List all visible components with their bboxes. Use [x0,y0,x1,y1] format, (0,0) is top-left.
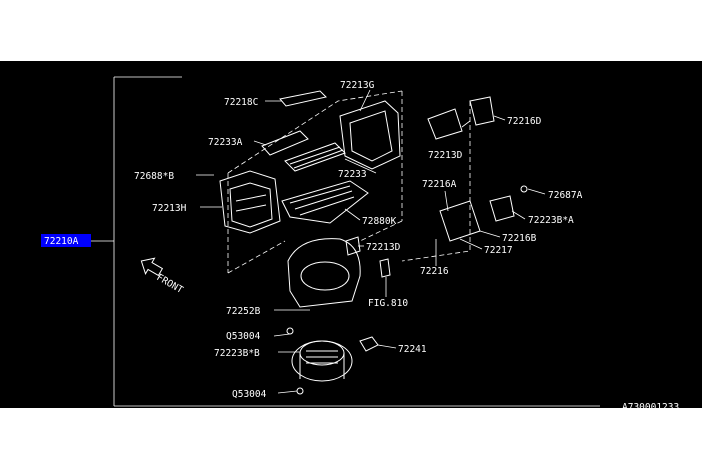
callout-label[interactable]: 72216B [502,233,537,244]
bracket-part [345,236,391,278]
upper-case-part [339,100,401,170]
main-part-number[interactable]: 72210A [44,236,79,247]
diagram-canvas: 72210A 72218C 72213G 72233A 72688*B 7223… [41,76,679,408]
callout-label[interactable]: 72223B*B [214,348,260,359]
callout-label[interactable]: 72233 [338,169,367,180]
callout-label[interactable]: Q53004 [232,389,267,400]
leader-lines [196,89,546,394]
callout-label[interactable]: 72223B*A [528,215,574,226]
assembly-bracket [91,76,600,407]
evaporator-box-part [281,180,369,224]
callout-label[interactable]: 72880K [362,216,397,227]
callout-label[interactable]: 72213H [152,203,187,214]
callout-label[interactable]: 72241 [398,344,427,355]
filter-element-part [284,142,346,172]
parts-diagram: 72210A 72218C 72213G 72233A 72688*B 7223… [0,61,702,408]
drawing-id: A730001233 [622,402,679,408]
callout-label[interactable]: 72216 [420,266,449,277]
screw-parts [286,327,304,395]
callout-label[interactable]: 72233A [208,137,243,148]
air-filter-part [261,130,309,156]
callout-label[interactable]: 72216A [422,179,457,190]
callout-label[interactable]: Q53004 [226,331,261,342]
callout-label[interactable]: 72217 [484,245,513,256]
front-arrow-icon [140,257,164,277]
callout-label[interactable]: 72216D [507,116,542,127]
blower-housing-part [287,238,361,308]
seal-part [279,90,327,107]
duct-part [427,96,495,140]
callout-label[interactable]: 72252B [226,306,261,317]
callout-label[interactable]: 72213D [366,242,401,253]
blower-motor-part [291,340,353,382]
main-part-highlight[interactable] [41,234,91,247]
heater-unit-part [219,170,281,234]
front-label: FRONT [155,272,186,296]
callout-label[interactable]: 72213D [428,150,463,161]
callout-label[interactable]: 72688*B [134,171,174,182]
callout-label[interactable]: 72687A [548,190,583,201]
resistor-part [359,336,379,352]
callout-label[interactable]: 72218C [224,97,258,108]
figure-reference[interactable]: FIG.810 [368,298,408,309]
callout-label[interactable]: 72213G [340,80,375,91]
